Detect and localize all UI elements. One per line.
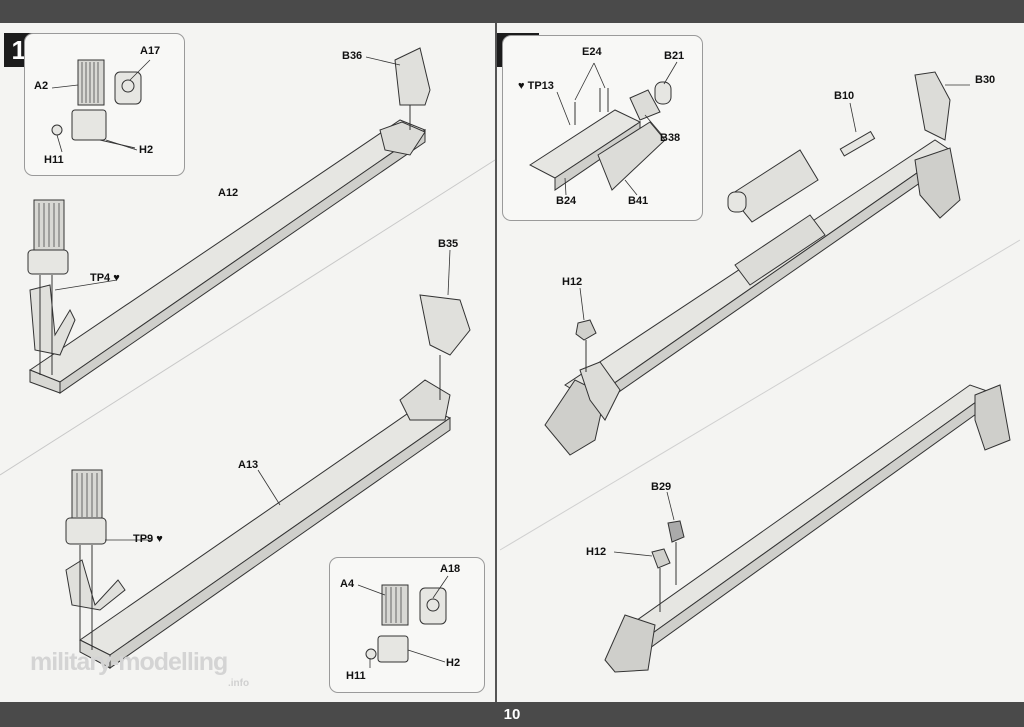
label-b21: B21: [664, 50, 685, 62]
label-a4: A4: [340, 578, 355, 590]
label-h11-bottom: H11: [346, 670, 366, 682]
label-b24: B24: [556, 195, 577, 207]
heart-icon: ♥: [113, 272, 120, 284]
label-a17: A17: [140, 45, 161, 57]
bottom-bar: [0, 702, 1024, 727]
label-b30: B30: [975, 74, 996, 86]
label-b35: B35: [438, 238, 459, 250]
label-a13: A13: [238, 459, 259, 471]
watermark: military-modelling: [30, 648, 228, 676]
label-tp9: TP9 ♥: [133, 533, 163, 545]
page-number: 10: [503, 706, 521, 723]
watermark-sub: .info: [228, 678, 250, 689]
label-h12-top: H12: [562, 276, 583, 288]
label-b38: B38: [660, 132, 681, 144]
label-b36: B36: [342, 50, 363, 62]
label-e24: E24: [582, 46, 602, 58]
heart-icon: ♥: [518, 80, 525, 92]
heart-icon: ♥: [156, 533, 163, 545]
label-b29: B29: [651, 481, 672, 493]
label-a12: A12: [218, 187, 239, 199]
label-h2: H2: [139, 144, 154, 156]
label-b10: B10: [834, 90, 855, 102]
label-h12-bottom: H12: [586, 546, 607, 558]
label-tp13: ♥ TP13: [518, 80, 554, 92]
label-a2: A2: [34, 80, 49, 92]
top-bar: [0, 0, 1024, 23]
label-b41: B41: [628, 195, 649, 207]
label-h11: H11: [44, 154, 64, 166]
label-tp4: TP4 ♥: [90, 272, 120, 284]
label-h2-bottom: H2: [446, 657, 461, 669]
label-a18: A18: [440, 563, 461, 575]
page-divider: [495, 23, 497, 702]
